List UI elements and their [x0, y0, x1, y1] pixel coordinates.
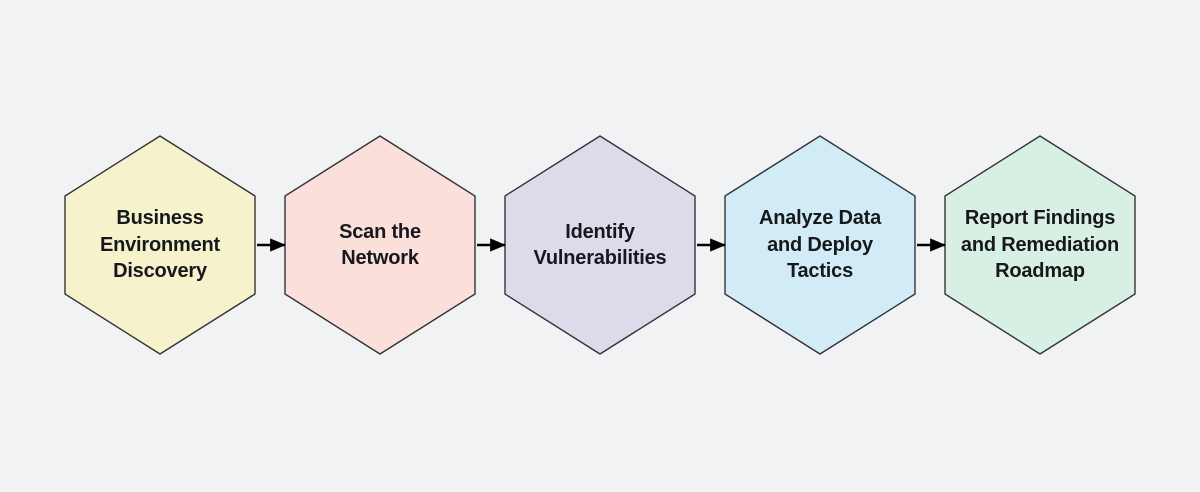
- hexagon-node-3[interactable]: [504, 135, 696, 355]
- hexagon-node-1[interactable]: [64, 135, 256, 355]
- hexagon-node-4[interactable]: [724, 135, 916, 355]
- hexagon-nodes-group: [64, 135, 1136, 355]
- hexagon-node-5[interactable]: [944, 135, 1136, 355]
- hexagon-node-2[interactable]: [284, 135, 476, 355]
